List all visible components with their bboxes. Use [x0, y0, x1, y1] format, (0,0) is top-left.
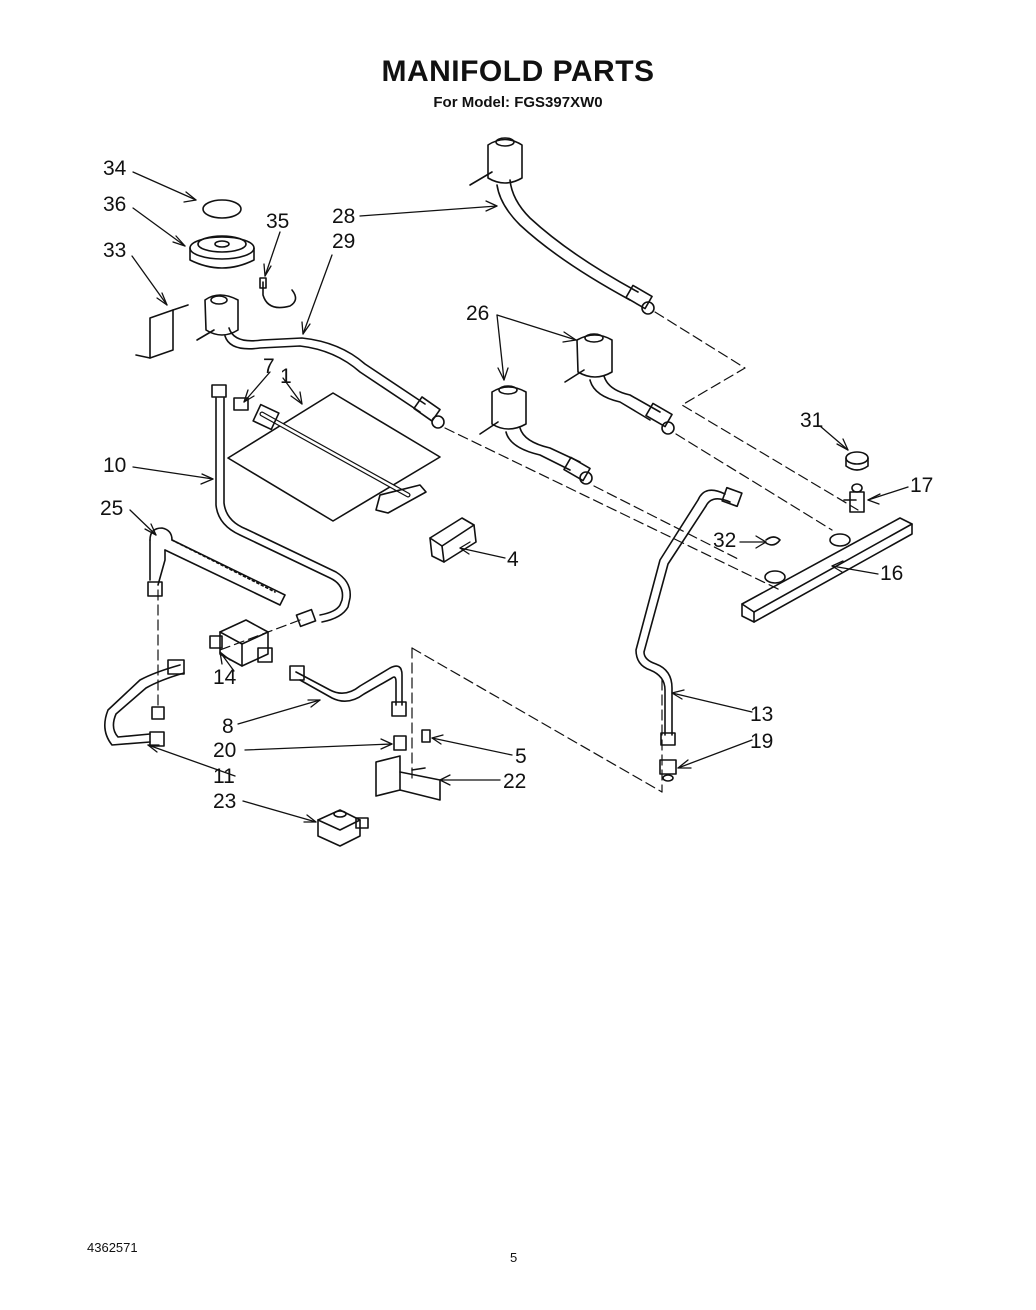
callout-26: 26	[466, 302, 490, 325]
burner-base-left	[196, 294, 239, 341]
regulator-23	[317, 809, 369, 847]
burner-base-26-left	[479, 385, 527, 435]
burner-base-26-right	[564, 333, 613, 383]
callout-11: 11	[213, 765, 235, 788]
callout-34: 34	[103, 157, 127, 180]
burner-cap	[202, 199, 242, 219]
burner-head	[189, 235, 255, 269]
manifold-pipe-16	[741, 517, 913, 623]
tube-29-a	[224, 335, 421, 413]
tube-10-b	[223, 397, 352, 623]
tube-11	[104, 664, 181, 746]
clip-32	[765, 536, 781, 546]
fitting-29	[413, 396, 441, 422]
callout-28: 28	[332, 205, 356, 228]
tube-28-a	[496, 184, 631, 301]
oven-burner-1	[227, 392, 441, 522]
callout-1: 1	[280, 365, 292, 388]
callout-16: 16	[880, 562, 904, 585]
tube-13-b	[643, 498, 731, 736]
screw-5	[421, 729, 431, 743]
callout-23: 23	[213, 790, 237, 813]
knob-31	[845, 451, 869, 471]
model-subtitle: For Model: FGS397XW0	[433, 94, 603, 111]
callout-17: 17	[910, 474, 934, 497]
callout-32: 32	[713, 529, 737, 552]
tube-8	[295, 665, 403, 706]
callout-10: 10	[103, 454, 127, 477]
page-title: MANIFOLD PARTS	[381, 55, 655, 88]
callout-35: 35	[266, 210, 290, 233]
callout-14: 14	[213, 666, 237, 689]
callout-22: 22	[503, 770, 527, 793]
callout-31: 31	[800, 409, 824, 432]
callout-13: 13	[750, 703, 774, 726]
callout-7: 7	[263, 355, 275, 378]
callout-33: 33	[103, 239, 127, 262]
thermocouple-wire-35	[259, 277, 297, 309]
burner-base-28	[469, 137, 523, 186]
callout-29: 29	[332, 230, 356, 253]
orifice-20	[393, 735, 407, 751]
bracket-33	[135, 304, 189, 359]
leader-lines	[129, 171, 909, 823]
callout-8: 8	[222, 715, 234, 738]
bracket-22	[375, 755, 441, 801]
document-number: 4362571	[87, 1240, 138, 1255]
fitting-7	[211, 384, 249, 411]
broil-burner-25	[147, 527, 286, 606]
callout-5: 5	[515, 745, 527, 768]
callout-36: 36	[103, 193, 127, 216]
safety-valve-14	[209, 619, 273, 667]
callout-20: 20	[213, 739, 237, 762]
callout-25: 25	[100, 497, 124, 520]
tube-28-b	[509, 179, 639, 293]
tube-13-a	[635, 489, 726, 736]
callout-4: 4	[507, 548, 519, 571]
callout-19: 19	[750, 730, 774, 753]
page-number: 5	[510, 1250, 518, 1265]
fitting-19	[659, 732, 677, 782]
valve-17	[843, 483, 865, 513]
tube-29-b	[228, 327, 426, 405]
tube-10-a	[215, 397, 344, 616]
bracket-4	[429, 517, 477, 563]
